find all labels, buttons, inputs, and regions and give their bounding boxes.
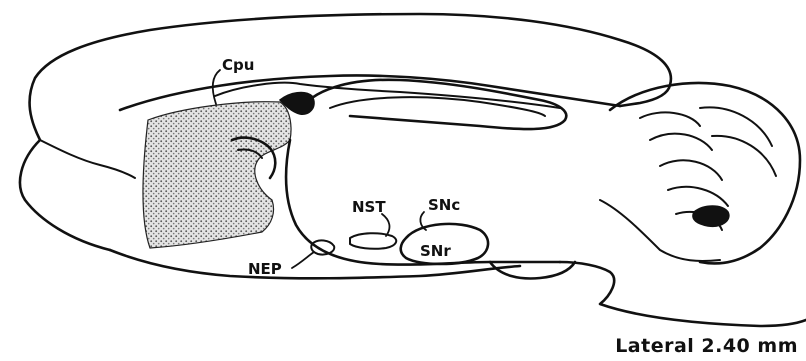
pons-outline bbox=[490, 262, 575, 278]
brainstem-outline bbox=[560, 262, 806, 326]
nst-region bbox=[350, 233, 396, 249]
olfactory-bulb-outline bbox=[40, 140, 135, 178]
nst-leader-line bbox=[382, 214, 389, 236]
cpu-stippled-region bbox=[143, 102, 291, 248]
fourth-ventricle bbox=[693, 206, 729, 226]
nep-leader-line bbox=[292, 252, 314, 268]
hippocampus-inner bbox=[330, 97, 545, 116]
snr-label: SNr bbox=[420, 242, 451, 260]
cpu-label: Cpu bbox=[222, 56, 254, 74]
nst-label: NST bbox=[352, 198, 386, 216]
snc-label: SNc bbox=[428, 196, 460, 214]
nep-label: NEP bbox=[248, 260, 282, 278]
section-caption: Lateral 2.40 mm bbox=[615, 335, 798, 357]
brain-outer-outline bbox=[20, 14, 671, 250]
cerebellum-outline bbox=[610, 83, 800, 263]
